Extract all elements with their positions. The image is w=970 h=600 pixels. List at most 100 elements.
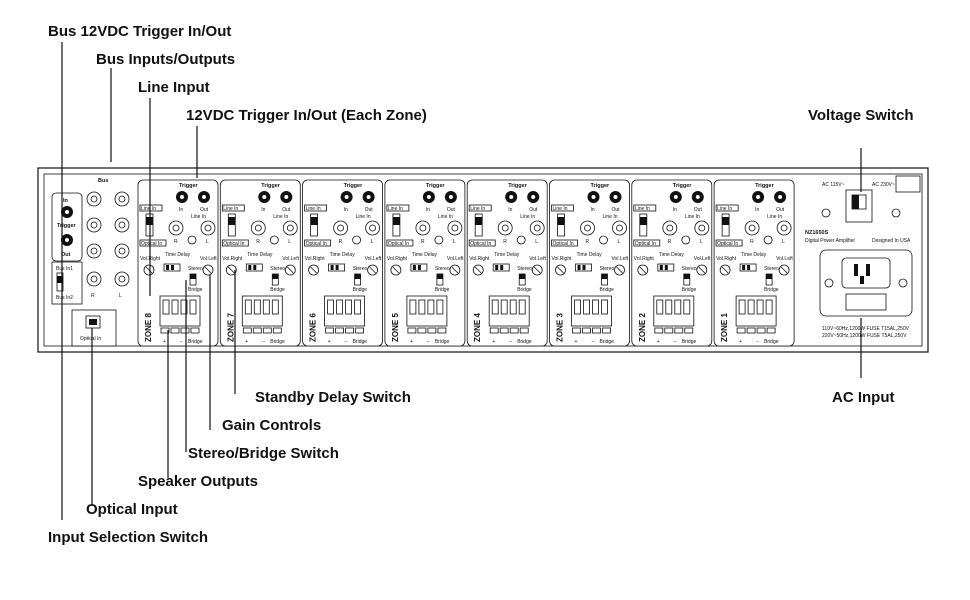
zone-line-in-label: Line In <box>438 214 453 220</box>
zone-vol-right-label: Vol.Right <box>305 256 326 262</box>
gain-knob-right[interactable] <box>143 264 155 276</box>
zone-line-in-tag: Line In <box>635 206 650 212</box>
gain-knob-right[interactable] <box>637 264 649 276</box>
gain-knob-right[interactable] <box>555 264 566 276</box>
zone-trigger-in-label: In <box>344 207 348 213</box>
zone-line-in-l-jack[interactable] <box>612 220 627 236</box>
zone-trigger-in-label: In <box>179 207 183 213</box>
zone-label: ZONE 4 <box>473 313 482 342</box>
zone-minus-label: − <box>756 339 759 345</box>
zone-trigger-in-label: In <box>261 207 265 213</box>
zone-minus-label: − <box>180 339 183 345</box>
zone-time-delay-label: Time Delay <box>412 252 438 258</box>
zone-vol-left-label: Vol.Left <box>447 256 464 262</box>
zone-minus-label: − <box>262 339 265 345</box>
zone-trigger-label: Trigger <box>261 183 281 189</box>
gain-knob-left[interactable] <box>202 264 214 276</box>
zone-line-in-r-jack[interactable] <box>744 220 760 236</box>
product-label: Digital Power Amplifier <box>805 238 855 244</box>
speaker-terminal-block[interactable] <box>571 295 612 327</box>
fuse-rating-115: 110V~60Hz,1200W FUSE T15AL,250V <box>822 326 910 332</box>
zone-line-in-r-jack[interactable] <box>250 220 266 236</box>
zone-trigger-in-label: In <box>673 207 677 213</box>
gain-knob-left[interactable] <box>284 264 296 276</box>
gain-knob-left[interactable] <box>778 264 790 276</box>
zone-line-in-l-jack[interactable] <box>529 220 545 236</box>
ground-screw-icon <box>516 235 526 245</box>
zone-line-in-tag: Line In <box>717 206 732 212</box>
zone-vol-right-label: Vol.Right <box>222 256 243 262</box>
zone-stereo-label: Stereo <box>682 266 697 272</box>
gain-knob-right[interactable] <box>225 264 237 276</box>
callout-labels: Bus 12VDC Trigger In/Out Bus Inputs/Outp… <box>48 23 914 546</box>
gain-knob-left[interactable] <box>614 264 625 276</box>
zone-l-label: L <box>371 239 374 245</box>
zone-line-in-l-jack[interactable] <box>200 220 216 236</box>
gain-knob-right[interactable] <box>308 264 320 276</box>
zone-vol-left-label: Vol.Left <box>529 256 546 262</box>
zone-label: ZONE 2 <box>638 313 647 342</box>
zone-bridge-polarity-label: Bridge <box>435 339 450 345</box>
callout-stereo-bridge: Stereo/Bridge Switch <box>188 445 339 462</box>
chassis-outline <box>37 167 929 353</box>
bus-section: In Trigger Out Bus In1 Bus In2 Bus R L O… <box>51 178 130 347</box>
speaker-terminal-block[interactable] <box>159 295 201 327</box>
model-label: NZ1650S <box>805 230 829 236</box>
speaker-terminal-block[interactable] <box>488 295 530 327</box>
callout-input-selection: Input Selection Switch <box>48 529 208 546</box>
fuse-holder[interactable] <box>845 293 887 311</box>
zone-line-in-l-jack[interactable] <box>694 220 710 236</box>
zone-bridge-label: Bridge <box>682 287 697 293</box>
zone-bridge-label: Bridge <box>517 287 532 293</box>
zone-line-in-r-jack[interactable] <box>168 220 184 236</box>
ground-screw-icon <box>352 235 362 245</box>
gain-knob-left[interactable] <box>696 264 708 276</box>
gain-knob-right[interactable] <box>719 264 731 276</box>
speaker-terminal-block[interactable] <box>653 295 695 327</box>
gain-knob-left[interactable] <box>367 264 379 276</box>
zone-line-in-l-jack[interactable] <box>776 220 792 236</box>
zone-line-in-r-jack[interactable] <box>662 220 678 236</box>
speaker-terminal-block[interactable] <box>241 295 283 327</box>
zone-line-in-r-jack[interactable] <box>580 220 595 236</box>
optical-input-port[interactable] <box>85 315 101 329</box>
zone-time-delay-label: Time Delay <box>741 252 767 258</box>
bus-trigger-out-label: Out <box>61 252 71 258</box>
gain-knob-right[interactable] <box>390 264 402 276</box>
ground-screw-icon <box>763 235 773 245</box>
zone-trigger-in-label: In <box>426 207 430 213</box>
zone-line-in-tag: Line In <box>388 206 403 212</box>
zone-time-delay-label: Time Delay <box>247 252 273 258</box>
zone-trigger-label: Trigger <box>508 183 528 189</box>
zone-line-in-r-jack[interactable] <box>415 220 431 236</box>
zone-optical-in-tag: Optical In <box>470 241 491 247</box>
gain-knob-left[interactable] <box>449 264 461 276</box>
zone-r-label: R <box>421 239 425 245</box>
zone-line-in-l-jack[interactable] <box>447 220 463 236</box>
gain-knob-right[interactable] <box>472 264 484 276</box>
fuse-rating-230: 220V~50Hz,1200W FUSE T5AL,250V <box>822 333 907 339</box>
zone-bridge-label: Bridge <box>600 287 615 293</box>
screw-icon <box>891 208 901 218</box>
zone-label: ZONE 8 <box>144 313 153 342</box>
speaker-terminal-block[interactable] <box>324 295 366 327</box>
speaker-terminal-block[interactable] <box>406 295 448 327</box>
zone-trigger-out-label: Out <box>447 207 456 213</box>
zone-r-label: R <box>586 239 590 245</box>
bus-r-label: R <box>91 293 95 299</box>
zone-line-in-l-jack[interactable] <box>282 220 298 236</box>
bus-in1-label: Bus In1 <box>56 266 73 272</box>
zone-line-in-label: Line In <box>603 214 618 220</box>
zone-bridge-label: Bridge <box>353 287 368 293</box>
speaker-terminal-block[interactable] <box>735 295 777 327</box>
zone-line-in-l-jack[interactable] <box>365 220 381 236</box>
zone-label: ZONE 3 <box>556 313 565 342</box>
zone-line-in-r-jack[interactable] <box>497 220 513 236</box>
zone-line-in-tag: Line In <box>223 206 238 212</box>
zone-vol-left-label: Vol.Left <box>612 256 629 262</box>
optical-in-label: Optical In <box>80 336 101 342</box>
zone-line-in-r-jack[interactable] <box>333 220 349 236</box>
gain-knob-left[interactable] <box>531 264 543 276</box>
screw-icon <box>898 278 908 288</box>
